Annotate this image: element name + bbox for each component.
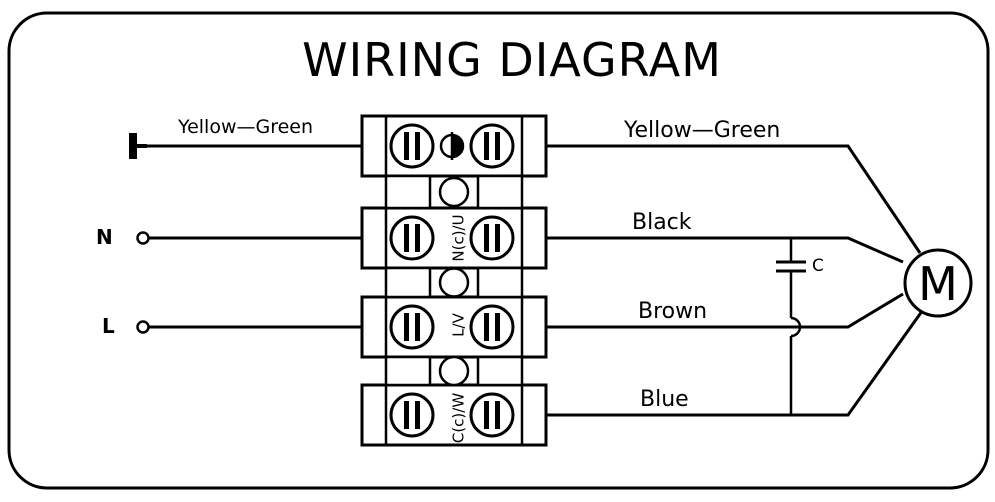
terminal-screw-icon xyxy=(469,392,515,438)
terminal-connector-left xyxy=(384,266,432,299)
terminal-mounting-hole xyxy=(438,176,470,208)
brown-wire-label: Brown xyxy=(638,299,707,324)
black-wire-label: Black xyxy=(632,210,692,235)
terminal-screw-slot xyxy=(404,313,409,341)
terminal-label-row3: L/V xyxy=(450,312,468,336)
brown-wire xyxy=(546,292,904,329)
terminal-screw-icon xyxy=(389,123,435,169)
terminal-block xyxy=(360,114,548,447)
terminal-screw-icon xyxy=(469,304,515,350)
terminal-screw-icon xyxy=(389,215,435,261)
blue-wire xyxy=(546,306,927,417)
terminal-screw-slot xyxy=(495,132,500,160)
motor-icon xyxy=(903,248,973,318)
terminal-screw-slot xyxy=(495,313,500,341)
terminal-connector-right xyxy=(476,266,524,299)
terminal-label-row4: C(c)/W xyxy=(450,393,468,443)
right-ground-wire-label: Yellow—Green xyxy=(623,118,780,143)
terminal-connector-left xyxy=(384,174,432,210)
terminal-screw-icon xyxy=(469,215,515,261)
terminal-row-inner-1 xyxy=(384,114,524,178)
right-ground-wire xyxy=(546,144,922,254)
diagram-title: WIRING DIAGRAM xyxy=(302,33,722,87)
black-wire xyxy=(546,236,904,264)
terminal-screw-slot xyxy=(484,401,489,429)
capacitor-icon xyxy=(776,238,806,415)
terminal-screw-slot xyxy=(484,132,489,160)
terminal-screw-slot xyxy=(484,224,489,252)
capacitor-label: C xyxy=(812,256,824,276)
diagram-frame xyxy=(7,11,990,490)
terminal-connector-left xyxy=(384,355,432,387)
terminal-screw-icon xyxy=(389,304,435,350)
live-label: L xyxy=(102,314,115,338)
terminal-screw-slot xyxy=(484,313,489,341)
terminal-mounting-hole xyxy=(438,267,470,298)
neutral-input-terminal xyxy=(136,231,150,245)
terminal-connector-right xyxy=(476,174,524,210)
live-input-terminal xyxy=(136,320,150,334)
terminal-screw-slot xyxy=(404,401,409,429)
terminal-screw-icon xyxy=(389,392,435,438)
left-ground-wire-label: Yellow—Green xyxy=(177,116,313,138)
terminal-screw-slot xyxy=(415,224,420,252)
terminal-screw-slot xyxy=(415,313,420,341)
terminal-screw-icon xyxy=(469,123,515,169)
terminal-connector-right xyxy=(476,355,524,387)
terminal-screw-slot xyxy=(404,132,409,160)
terminal-screw-slot xyxy=(404,224,409,252)
ground-symbol-icon xyxy=(439,132,465,160)
motor-label: M xyxy=(918,257,958,311)
neutral-label: N xyxy=(96,225,113,249)
terminal-label-row2: N(c)/U xyxy=(450,214,468,261)
blue-wire-label: Blue xyxy=(640,387,689,412)
terminal-screw-slot xyxy=(415,132,420,160)
terminal-screw-slot xyxy=(495,401,500,429)
terminal-screw-slot xyxy=(495,224,500,252)
ground-icon xyxy=(129,133,147,159)
terminal-mounting-hole xyxy=(438,355,470,387)
terminal-screw-slot xyxy=(415,401,420,429)
